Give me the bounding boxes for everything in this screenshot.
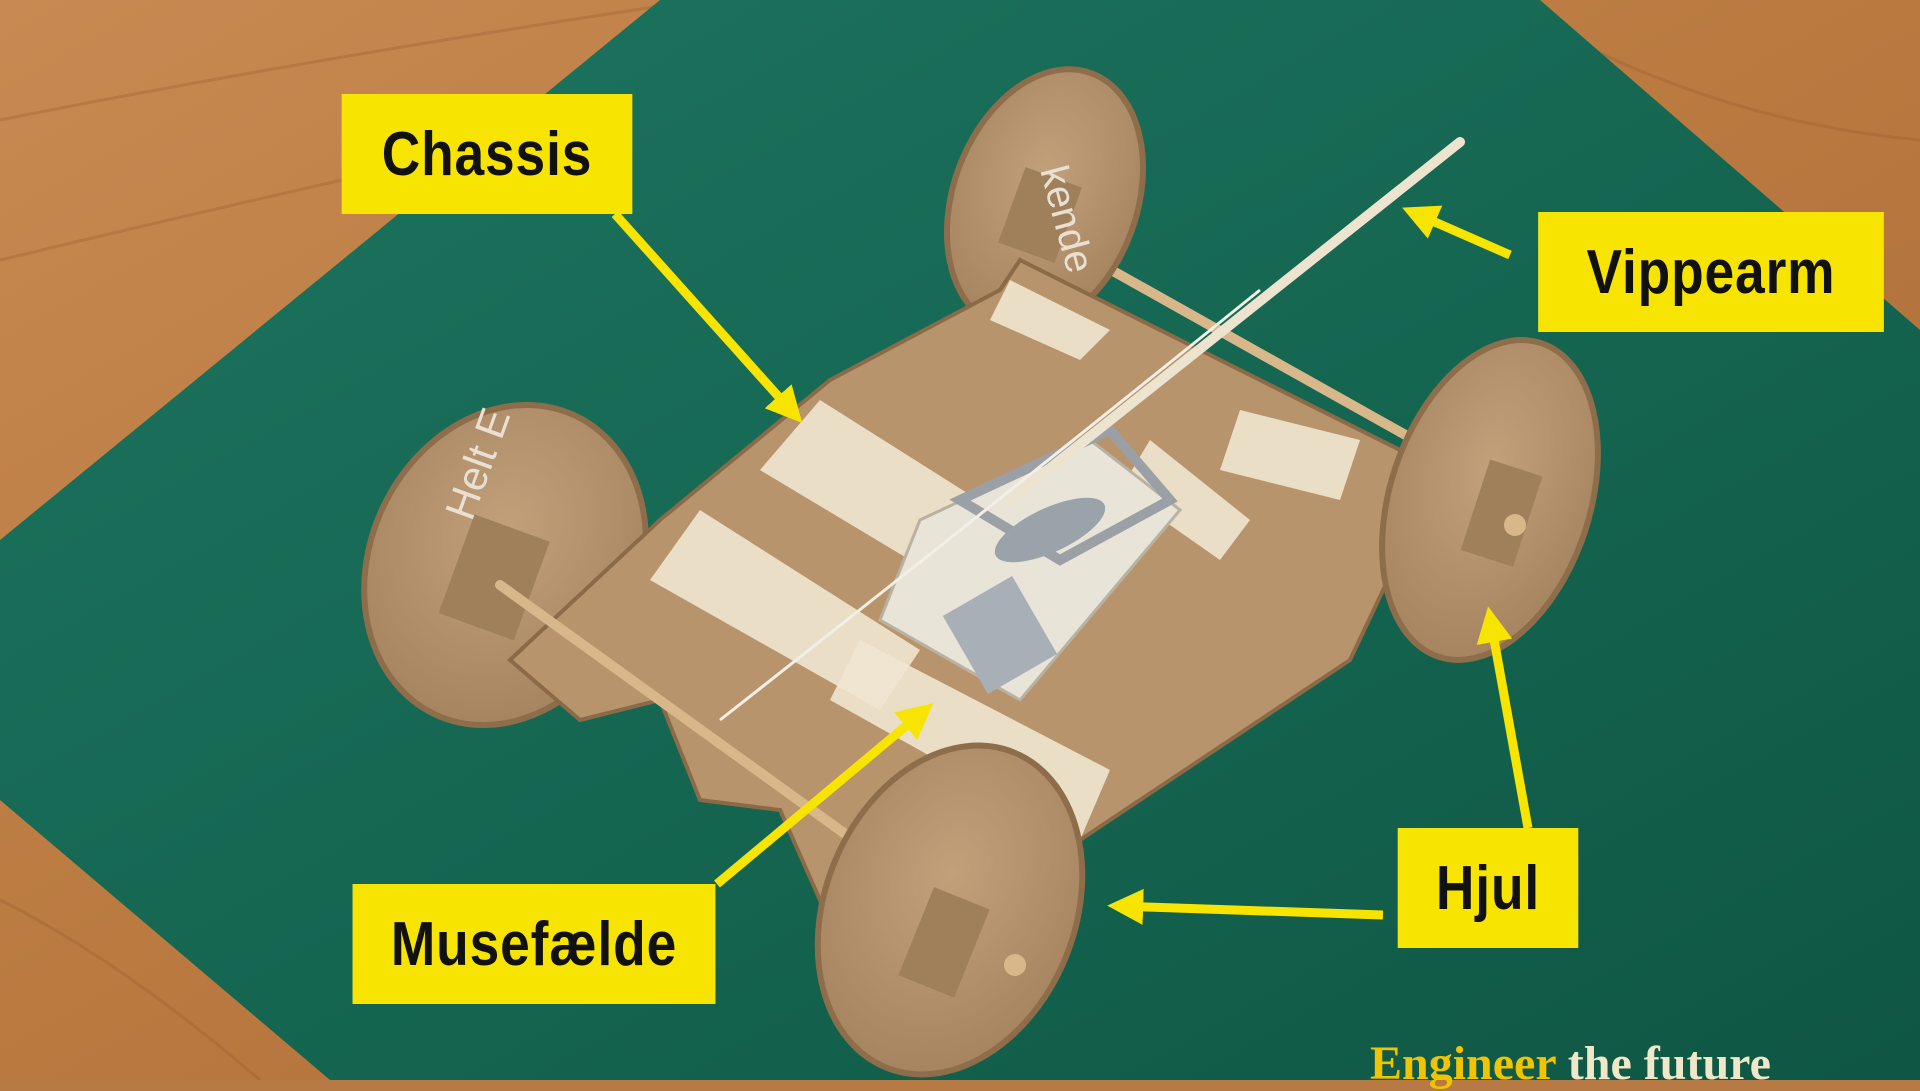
label-musefaelde: Musefælde xyxy=(352,884,716,1004)
watermark-rest: the future xyxy=(1555,1037,1771,1090)
mousetrap xyxy=(878,423,1183,702)
arrow-musefaelde xyxy=(714,703,934,888)
label-hjul: Hjul xyxy=(1397,828,1579,948)
arrow-chassis xyxy=(611,210,803,424)
wheel-front-right xyxy=(1379,337,1601,663)
lever-arm-dowel xyxy=(1005,137,1465,505)
arrow-hjul-wheel xyxy=(1476,606,1533,829)
arrow-vippearm xyxy=(1402,205,1512,260)
wheel-front-bottom xyxy=(814,742,1086,1078)
watermark-accent: Engineer xyxy=(1370,1037,1556,1090)
label-vippearm: Vippearm xyxy=(1538,212,1884,332)
watermark: Engineer the future xyxy=(1370,1036,1771,1091)
string xyxy=(719,288,1261,722)
callout-arrows xyxy=(611,205,1533,925)
label-chassis: Chassis xyxy=(341,94,633,214)
arrow-hjul-axle xyxy=(1107,888,1384,925)
